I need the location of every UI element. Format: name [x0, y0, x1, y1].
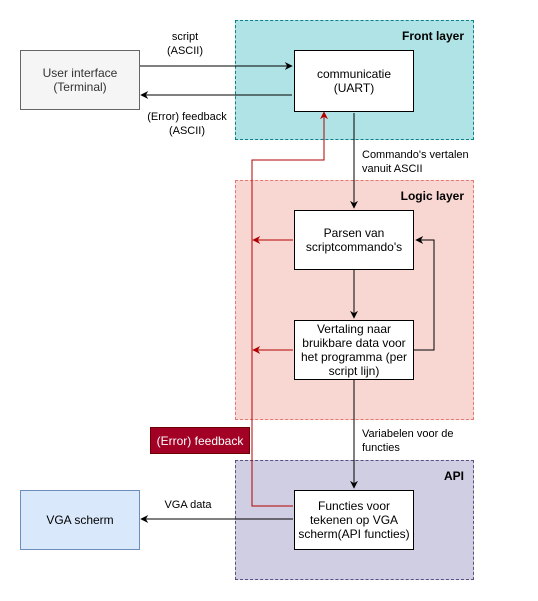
logic-layer-title: Logic layer	[400, 189, 464, 203]
user-interface-node: User interface (Terminal)	[20, 50, 140, 110]
vga-data-label: VGA data	[164, 499, 212, 511]
error-feedback-node: (Error) feedback	[150, 427, 250, 454]
variabelen-label: Variabelen voor de functies	[362, 428, 454, 454]
api-layer-title: API	[443, 469, 464, 483]
vga-scherm-node: VGA scherm	[20, 490, 140, 550]
front-layer-title: Front layer	[401, 29, 464, 43]
script-label: script (ASCII)	[166, 31, 204, 57]
commando-label: Commando's vertalen vanuit ASCII	[362, 149, 469, 175]
communicatie-node: communicatie (UART)	[294, 50, 414, 112]
functies-node: Functies voor tekenen op VGA scherm(API …	[294, 490, 414, 550]
loop-arrow	[414, 236, 435, 351]
parsen-node: Parsen van scriptcommando's	[294, 210, 414, 270]
vertaling-node: Vertaling naar bruikbare data voor het p…	[294, 320, 414, 380]
feedback-label: (Error) feedback (ASCII)	[147, 111, 227, 137]
error-feedback-line	[251, 111, 328, 507]
